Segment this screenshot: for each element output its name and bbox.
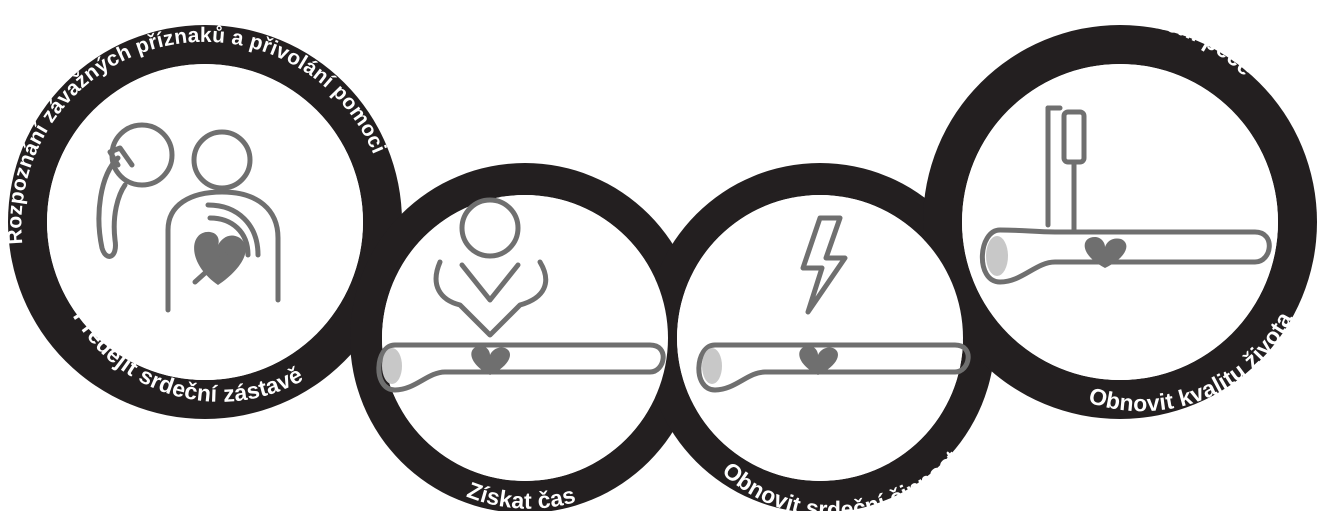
chain-of-survival-diagram: Rozpoznání závažných příznaků a přivolán… xyxy=(0,0,1323,511)
